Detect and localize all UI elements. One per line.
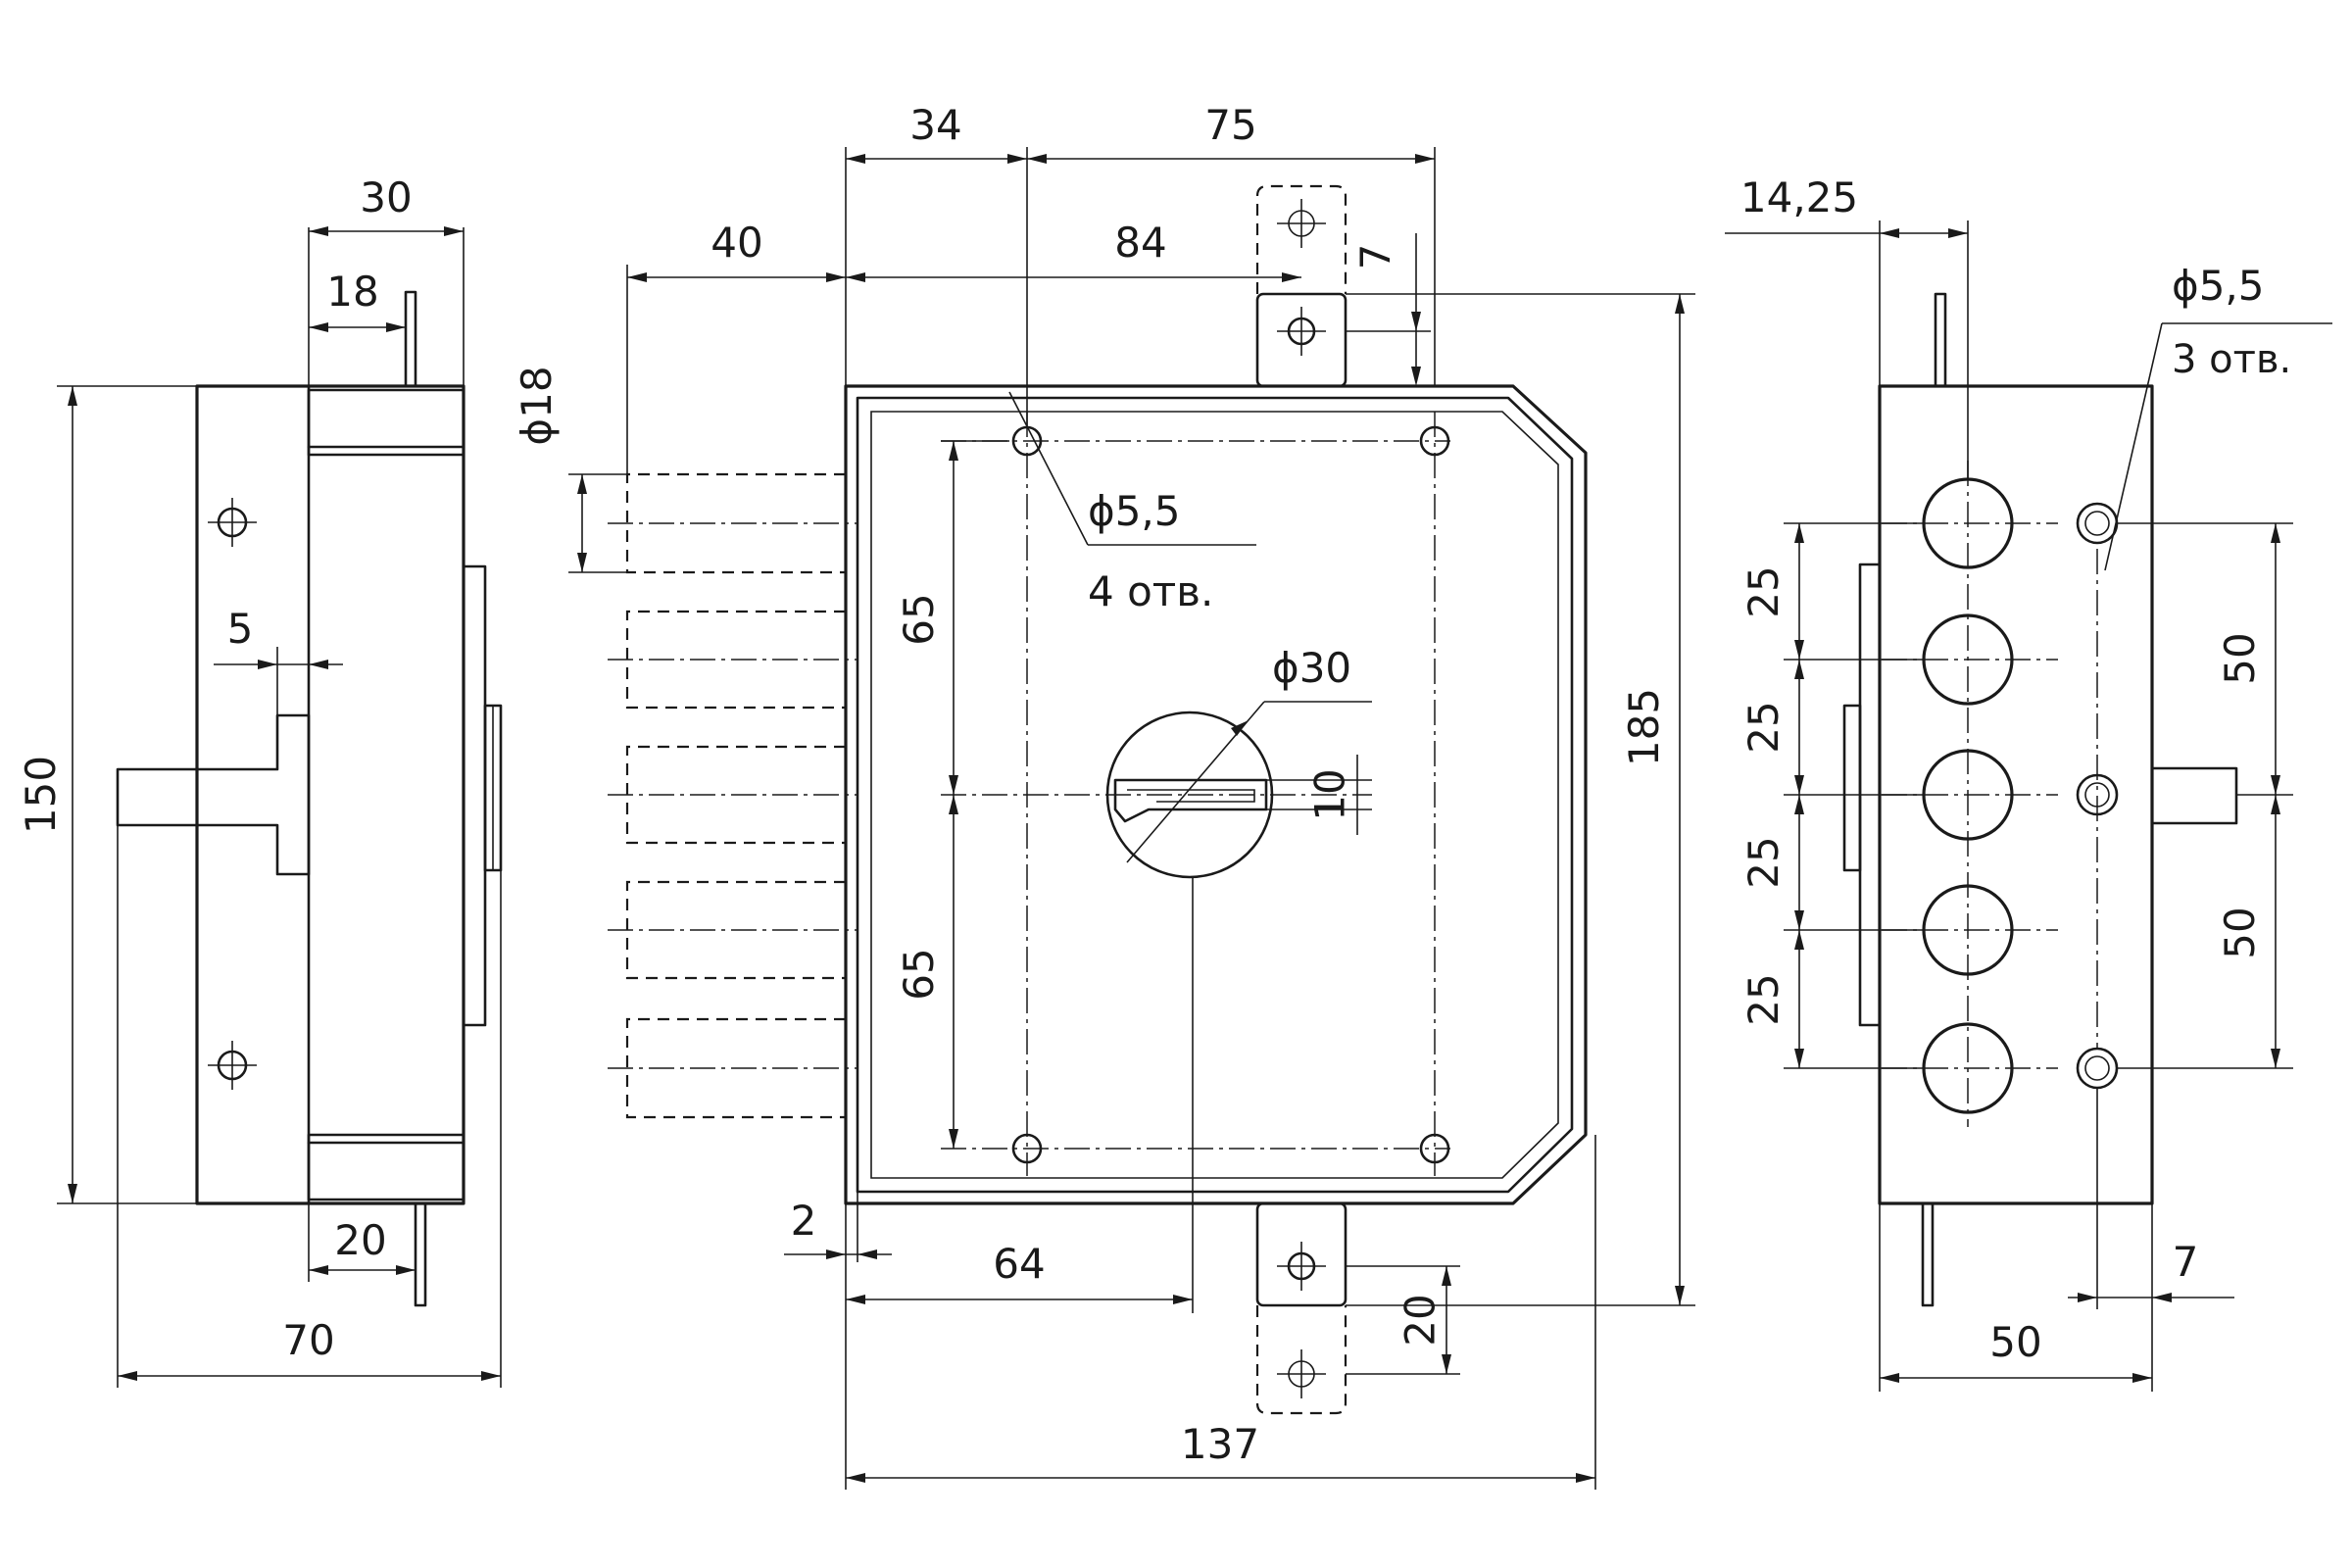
- dim-2: 2: [791, 1197, 817, 1245]
- cylinder-icon: [1105, 710, 1274, 879]
- dim-7-top: 7: [1351, 244, 1399, 270]
- bottom-channel: [307, 1133, 466, 1201]
- hole-icon: [1419, 1133, 1450, 1164]
- dim-20-left: 20: [334, 1216, 386, 1264]
- spindle: [116, 713, 311, 876]
- rear-bottom-pin: [1921, 1201, 1935, 1307]
- dim-70: 70: [282, 1316, 334, 1364]
- hole-icon: [2076, 773, 2119, 816]
- dim-150: 150: [17, 756, 65, 834]
- dim-75: 75: [1204, 101, 1256, 149]
- front-view: 34 75 40 84 7 ϕ18 ϕ5,5 4 отв. 65 65: [513, 101, 1695, 1490]
- dim-phi18: ϕ18: [513, 366, 561, 445]
- key-slot: [1113, 778, 1268, 823]
- dim-64: 64: [993, 1240, 1045, 1288]
- bottom-mounting-tab: [1255, 1201, 1348, 1307]
- top-mounting-tab: [1255, 292, 1348, 388]
- dim-84: 84: [1114, 219, 1166, 267]
- dim-7-bottom: 7: [2173, 1238, 2199, 1286]
- right-plate: [462, 564, 487, 1027]
- dim-40: 40: [710, 219, 762, 267]
- bolts-hidden: [608, 472, 858, 1119]
- dim-20-bottom: 20: [1396, 1294, 1445, 1346]
- hole-icon: [2076, 502, 2119, 545]
- top-pin: [404, 290, 417, 388]
- rear-spindle: [2150, 766, 2238, 825]
- dim-34: 34: [909, 101, 961, 149]
- dim-14-25: 14,25: [1740, 173, 1858, 221]
- left-side-view: 30 18 150 5 20 70: [17, 173, 503, 1388]
- dim-30: 30: [360, 173, 412, 221]
- dim-phi30: ϕ30: [1272, 644, 1351, 692]
- dim-phi5-5-rear: ϕ5,5: [2172, 262, 2265, 310]
- bottom-pin: [414, 1201, 427, 1307]
- dim-25-b: 25: [1740, 701, 1788, 753]
- dim-137: 137: [1181, 1420, 1259, 1468]
- hole-icon: [1419, 425, 1450, 457]
- note-4-holes: 4 отв.: [1088, 567, 1213, 615]
- top-channel: [307, 388, 466, 457]
- right-side-view: 14,25 ϕ5,5 3 отв. 25 25 25 25 50 50: [1725, 173, 2332, 1392]
- dim-65-bottom: 65: [895, 948, 943, 1000]
- side-body-outline: [195, 384, 466, 1205]
- dim-25-a: 25: [1740, 565, 1788, 617]
- dim-10: 10: [1306, 768, 1354, 820]
- dim-185: 185: [1620, 688, 1668, 766]
- dim-65-top: 65: [895, 593, 943, 645]
- dim-25-c: 25: [1740, 836, 1788, 888]
- hole-icon: [2076, 1047, 2119, 1090]
- dim-25-d: 25: [1740, 973, 1788, 1025]
- dim-50-top: 50: [2216, 632, 2264, 684]
- dim-phi5-5: ϕ5,5: [1088, 487, 1181, 535]
- dim-50-bottom: 50: [2216, 906, 2264, 958]
- dim-5: 5: [227, 605, 254, 653]
- dim-50-width: 50: [1989, 1318, 2041, 1366]
- dim-18: 18: [326, 268, 378, 316]
- rear-top-pin: [1934, 292, 1947, 388]
- hole-icon: [1011, 1133, 1043, 1164]
- note-3-holes: 3 отв.: [2172, 337, 2291, 382]
